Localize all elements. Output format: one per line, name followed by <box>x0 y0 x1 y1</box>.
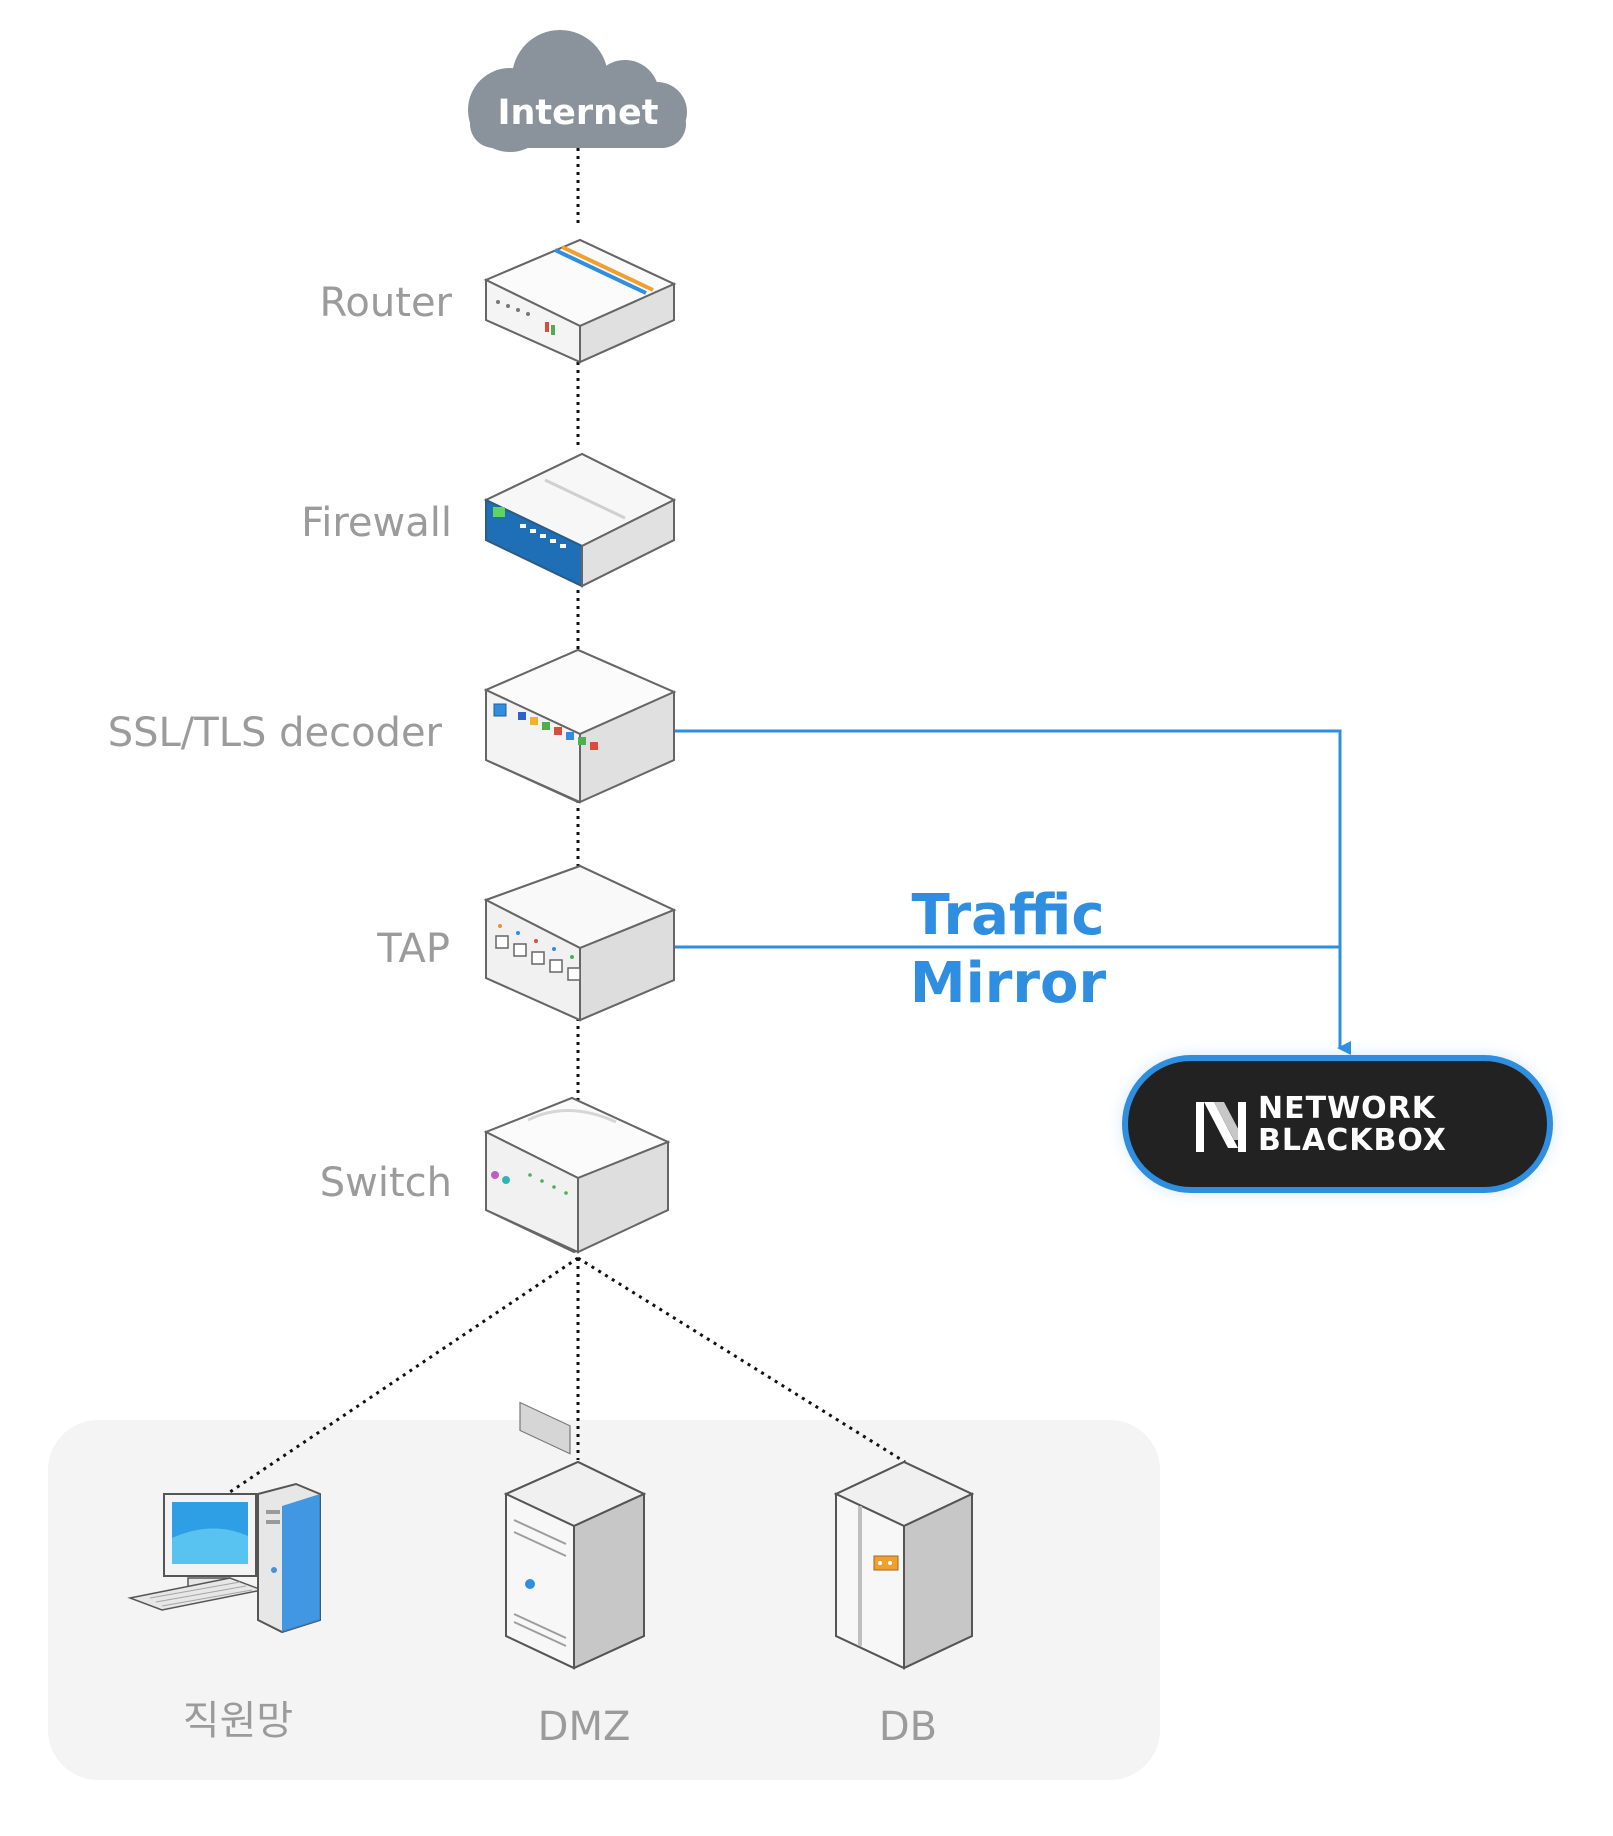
mirror-links <box>668 729 1351 1055</box>
traffic-mirror-label-line2: Mirror <box>910 951 1107 1016</box>
db-server-icon <box>833 1460 975 1670</box>
ssl-decoder-icon <box>483 648 677 804</box>
router-label: Router <box>319 280 452 326</box>
dmz-server-icon <box>503 1460 647 1670</box>
internet-label: Internet <box>497 93 658 133</box>
brand-line1: NETWORK <box>1258 1091 1437 1126</box>
employee-network-label: 직원망 <box>183 1698 293 1744</box>
switch-icon <box>483 1096 671 1455</box>
firewall-icon <box>483 452 677 588</box>
employee-pc-icon <box>127 1482 321 1634</box>
dmz-label: DMZ <box>538 1704 631 1750</box>
dotted-links <box>229 148 906 1494</box>
tap-icon <box>483 864 677 1022</box>
firewall-label: Firewall <box>301 500 452 546</box>
traffic-mirror-label-line1: Traffic <box>911 883 1104 948</box>
blackbox-logo-icon <box>1196 1102 1246 1152</box>
ssl-decoder-label: SSL/TLS decoder <box>108 710 443 756</box>
network-blackbox-badge: NETWORK BLACKBOX <box>1122 1055 1553 1193</box>
db-label: DB <box>879 1704 937 1750</box>
router-icon <box>483 238 677 364</box>
switch-label: Switch <box>320 1160 452 1206</box>
internet-cloud: Internet <box>468 30 687 152</box>
brand-line2: BLACKBOX <box>1258 1123 1447 1158</box>
tap-label: TAP <box>376 926 450 972</box>
